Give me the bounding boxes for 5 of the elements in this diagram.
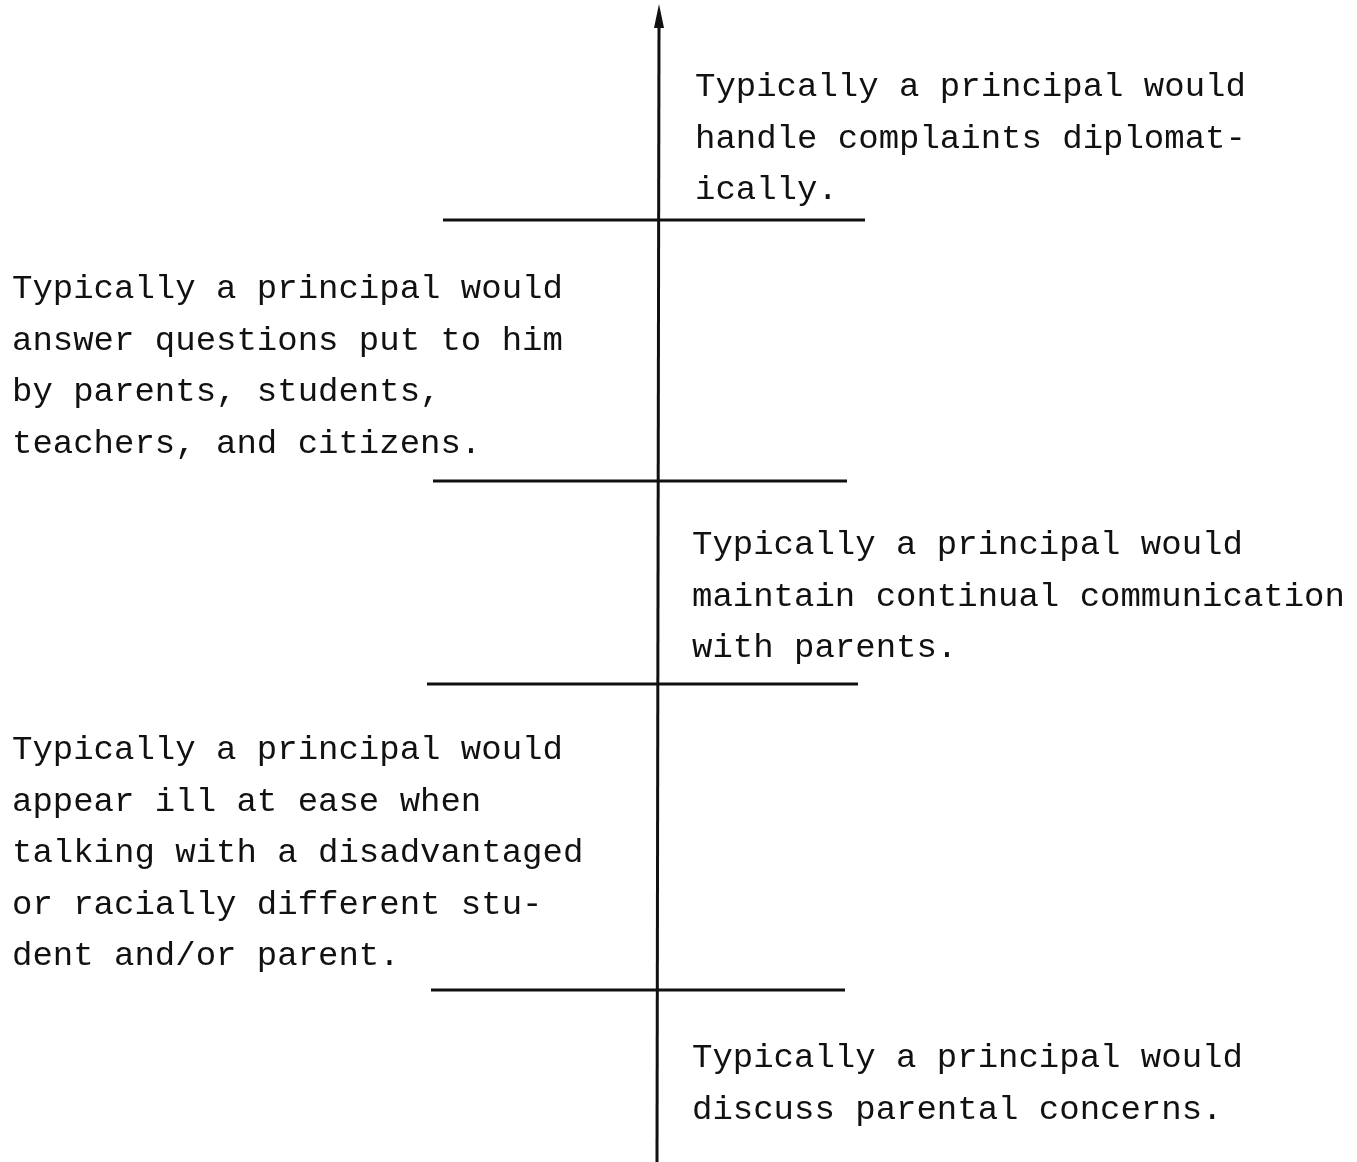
- scale-item-text: Typically a principal would handle complaints diplomat- ically.: [695, 67, 1247, 211]
- scale-item-text: Typically a principal would appear ill at ease when talking with a disadvantaged or racially different stu- dent and/or parent.: [12, 730, 585, 977]
- scale-item-text: Typically a principal would maintain continual communication with parents.: [692, 525, 1346, 669]
- scale-item-text: Typically a principal would answer questions put to him by parents, students, teachers, and citizens.: [12, 269, 564, 465]
- scale-item-text: Typically a principal would discuss parental concerns.: [692, 1038, 1244, 1131]
